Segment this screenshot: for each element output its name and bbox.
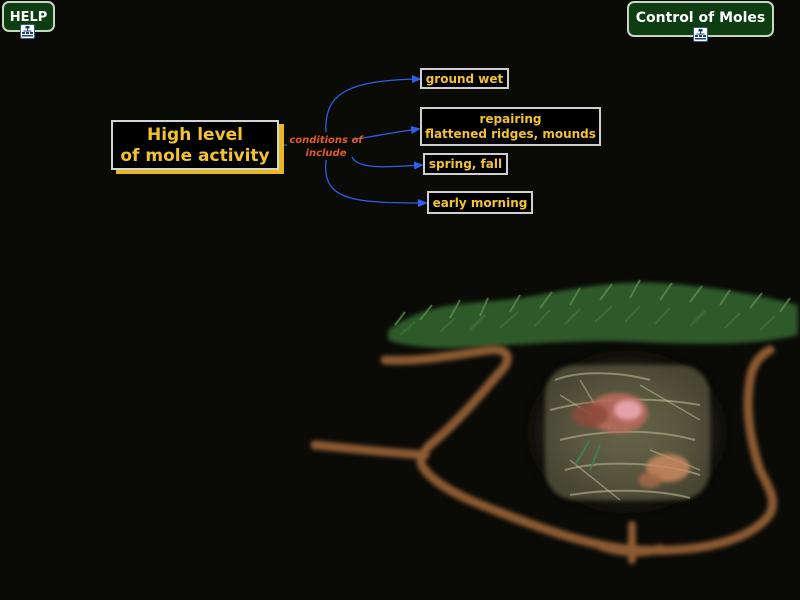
concept-repairing-line1: repairing: [479, 112, 542, 126]
concept-repairing[interactable]: repairing flattened ridges, mounds: [420, 107, 601, 146]
main-concept-line1: High level: [146, 125, 244, 145]
concept-ground-wet[interactable]: ground wet: [420, 68, 509, 89]
concept-map-icon[interactable]: [20, 24, 35, 39]
linking-phrase-line2: include: [305, 148, 347, 159]
linking-phrase: conditions of include: [286, 134, 366, 160]
arrow-early-morning: [325, 159, 428, 207]
concept-spring-fall[interactable]: spring, fall: [423, 153, 508, 175]
main-concept-line2: of mole activity: [120, 146, 270, 166]
arrow-spring-fall: [351, 156, 424, 170]
main-concept-node[interactable]: High level of mole activity: [111, 120, 279, 170]
concept-early-morning[interactable]: early morning: [427, 191, 533, 214]
concept-repairing-line2: flattened ridges, mounds: [425, 127, 596, 141]
linking-phrase-line1: conditions of: [289, 135, 363, 146]
arrow-repairing: [351, 126, 421, 141]
arrow-ground-wet: [325, 75, 422, 133]
concept-map-icon[interactable]: [693, 27, 708, 42]
